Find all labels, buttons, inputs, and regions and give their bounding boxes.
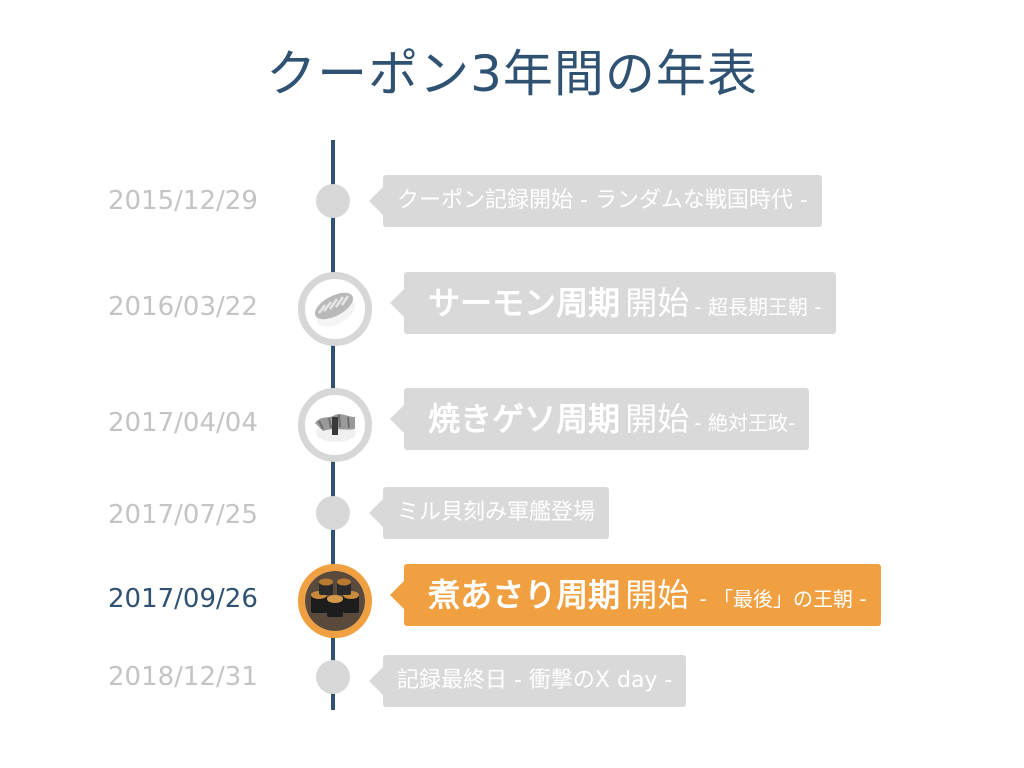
event-text: ミル貝刻み軍艦登場 [397,500,596,525]
grilled-squid-sushi-icon [298,388,372,462]
event-text: 記録最終日 - 衝撃のX day - [397,668,673,693]
event-label-current: 煮あさり周期 開始 - 「最後」の王朝 - [390,564,881,626]
event-date: 2015/12/29 [108,186,258,216]
event-sub-text: - 絶対王政- [694,411,796,435]
timeline-node [316,660,350,694]
event-sub-text: - 「最後」の王朝 - [699,587,867,611]
clam-gunkan-sushi-icon [298,564,372,638]
event-label: 記録最終日 - 衝撃のX day - [368,655,687,707]
event-date: 2017/04/04 [108,408,258,438]
event-start-text: 開始 [625,284,690,322]
event-date: 2016/03/22 [108,292,258,322]
timeline-node [316,184,350,218]
event-label: 焼きゲソ周期 開始 - 絶対王政- [389,388,810,450]
event-main-text: サーモン周期 [428,284,621,322]
event-start-text: 開始 [625,400,690,438]
page-title: クーポン3年間の年表 [266,45,758,103]
event-main-text: 煮あさり周期 [428,576,621,614]
event-sub-text: - 超長期王朝 - [694,295,822,319]
salmon-sushi-icon [298,272,372,346]
event-main-text: 焼きゲソ周期 [428,400,621,438]
event-date: 2018/12/31 [108,662,258,692]
event-label: サーモン周期 開始 - 超長期王朝 - [390,272,836,334]
event-start-text: 開始 [625,576,690,614]
event-label: クーポン記録開始 - ランダムな戦国時代 - [369,175,822,227]
event-date-current: 2017/09/26 [108,584,258,614]
event-label: ミル貝刻み軍艦登場 [368,487,610,539]
timeline-node [316,496,350,530]
event-date: 2017/07/25 [108,500,258,530]
event-text: クーポン記録開始 - ランダムな戦国時代 - [397,188,808,213]
